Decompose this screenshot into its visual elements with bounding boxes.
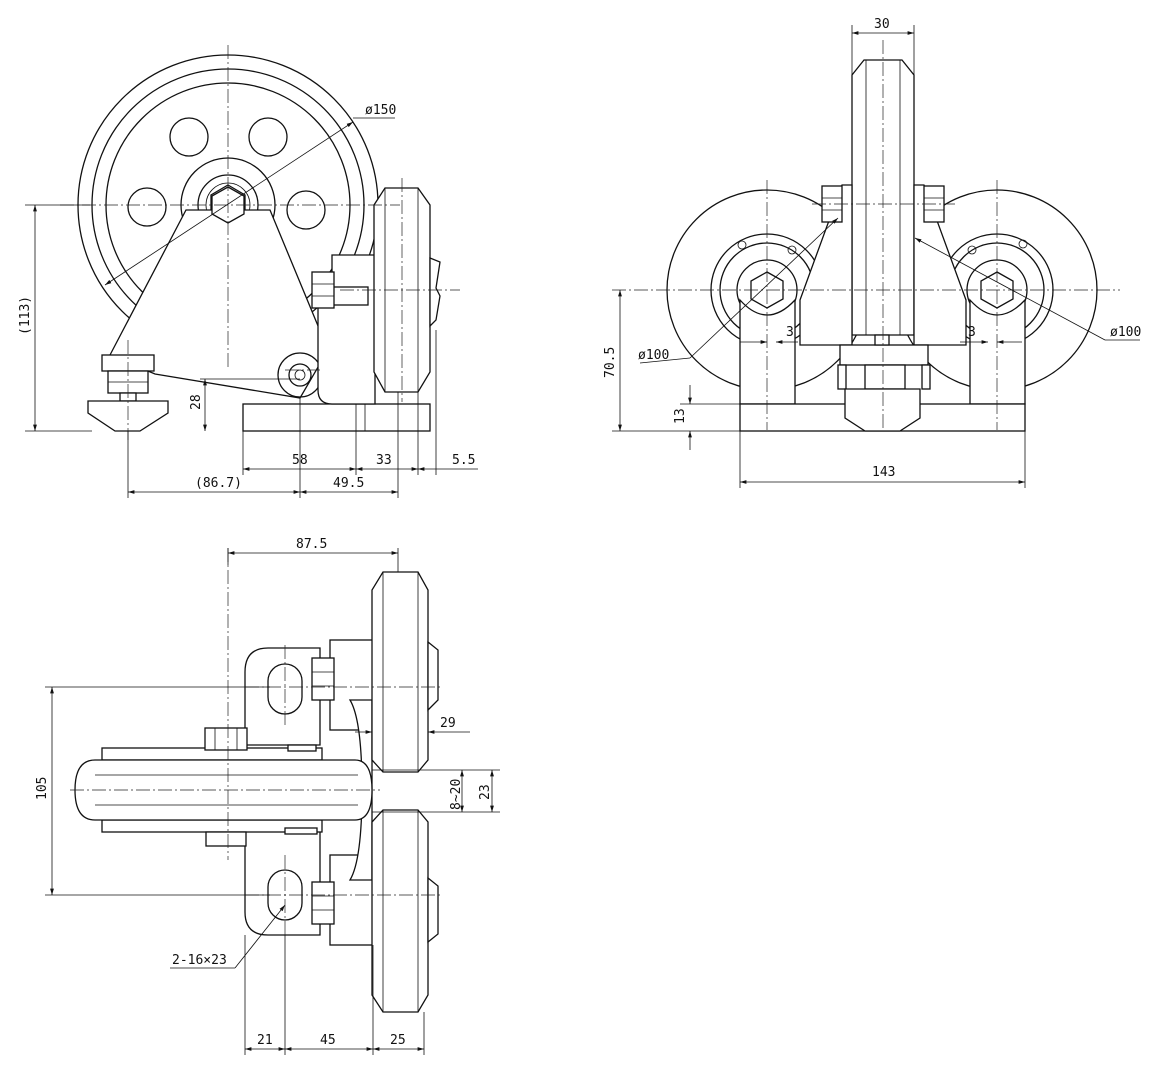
top-axle-nut xyxy=(204,727,248,751)
wheel-hole xyxy=(248,117,288,157)
lower-bolt xyxy=(311,881,335,925)
dim-top-25: 25 xyxy=(390,1033,406,1048)
upper-guide-wheel xyxy=(371,571,429,773)
top-axle-bolt xyxy=(205,831,247,847)
dim-front-5-5: 5.5 xyxy=(452,453,475,468)
dim-top-29: 29 xyxy=(440,716,456,731)
upper-bolt xyxy=(311,657,335,701)
base-plate xyxy=(242,403,431,432)
dim-top-105: 105 xyxy=(35,777,50,800)
dim-front-86-7: (86.7) xyxy=(195,476,242,491)
dim-side-70-5: 70.5 xyxy=(603,347,618,378)
dim-side-3-left: 3 xyxy=(786,325,794,340)
pivot-inner xyxy=(294,369,306,381)
dim-top-23: 23 xyxy=(478,784,493,800)
side-wheel-hub xyxy=(429,257,441,328)
dim-side-30: 30 xyxy=(874,17,890,32)
bolt-hex xyxy=(311,271,335,309)
pivot-pin xyxy=(288,363,312,387)
right-mount xyxy=(969,298,1026,405)
dim-side-13: 13 xyxy=(673,408,688,424)
left-fork-plate xyxy=(799,184,853,346)
dim-top-21: 21 xyxy=(257,1033,273,1048)
central-nut xyxy=(864,364,906,390)
dim-front-49-5: 49.5 xyxy=(333,476,364,491)
dim-top-holes: 2-16×23 xyxy=(172,953,227,968)
central-foot xyxy=(844,388,921,432)
right-fork-plate xyxy=(913,184,967,346)
dim-top-8-20: 8~20 xyxy=(449,779,464,810)
dim-side-3-right: 3 xyxy=(968,325,976,340)
back-plate xyxy=(244,647,321,746)
dim-side-143: 143 xyxy=(872,465,895,480)
wheel-hole xyxy=(169,117,209,157)
wheel-hole xyxy=(127,187,167,227)
dim-front-dia: ø150 xyxy=(365,103,396,118)
top-pin-lower xyxy=(284,827,318,835)
left-mount xyxy=(739,298,796,405)
dim-front-33: 33 xyxy=(376,453,392,468)
top-view-dimensions: 87.5 105 29 8~20 23 2-16×23 21 45 25 xyxy=(35,537,500,1055)
dim-front-height: (113) xyxy=(18,296,33,335)
front-view xyxy=(60,45,460,440)
dim-top-45: 45 xyxy=(320,1033,336,1048)
wheel-hole xyxy=(286,190,326,230)
side-view-dimensions: 30 70.5 13 143 ø100 ø100 3 3 xyxy=(603,17,1141,488)
side-view xyxy=(612,40,1120,432)
dim-side-dia-right: ø100 xyxy=(1110,325,1141,340)
dim-top-87-5: 87.5 xyxy=(296,537,327,552)
dim-front-58: 58 xyxy=(292,453,308,468)
top-view xyxy=(70,548,440,1013)
central-block xyxy=(839,344,929,366)
top-pin xyxy=(287,744,317,752)
front-view-dimensions: ø150 (113) 28 58 33 5.5 (86.7) 49.5 xyxy=(18,103,478,498)
dim-side-dia-left: ø100 xyxy=(638,348,669,363)
dim-front-28: 28 xyxy=(189,394,204,410)
lower-guide-wheel xyxy=(371,809,429,1013)
